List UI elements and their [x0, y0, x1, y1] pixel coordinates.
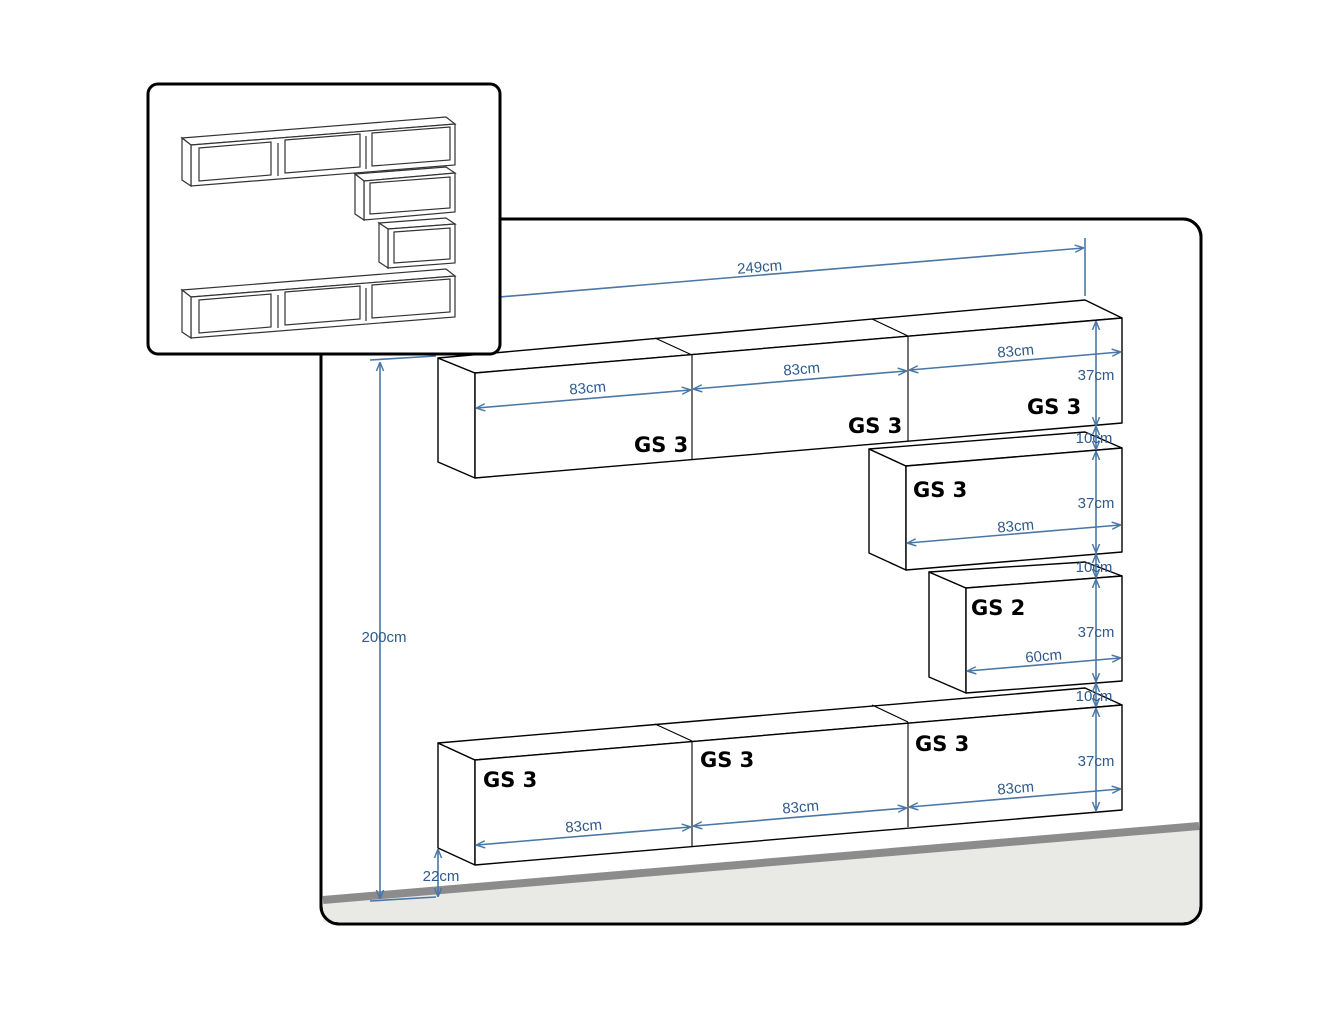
inset-shelf-mid1	[353, 166, 457, 222]
cabinet-side	[437, 357, 476, 479]
bottom-unit-3-width: 83cm	[997, 779, 1035, 799]
mid1-unit-width: 83cm	[997, 517, 1035, 537]
inset-shelf-row-bottom	[180, 268, 457, 340]
overall-width-label: 249cm	[736, 257, 782, 278]
unit-label: GS 3	[634, 433, 688, 457]
unit-label: GS 3	[1027, 395, 1081, 419]
gap-2-label: 10cm	[1076, 559, 1113, 576]
gap-3-label: 10cm	[1076, 688, 1113, 705]
top-unit-2-width: 83cm	[783, 360, 821, 380]
inset-preview	[146, 82, 502, 356]
unit-label: GS 3	[700, 748, 754, 772]
mid2-row-height: 37cm	[1078, 624, 1115, 641]
floor	[322, 822, 1200, 922]
inset-shelf-row-top	[180, 116, 457, 188]
unit-labels: GS 3 GS 3 GS 3 GS 3 GS 2 GS 3 GS 3 GS 3	[483, 395, 1081, 792]
mid1-row-height: 37cm	[1078, 495, 1115, 512]
dimension-labels: 249cm 200cm 22cm 83cm 83cm 83cm 37cm 10c…	[361, 257, 1114, 885]
unit-label: GS 2	[971, 596, 1025, 620]
unit-label: GS 3	[848, 414, 902, 438]
bottom-unit-1-width: 83cm	[565, 817, 603, 837]
bottom-unit-2-width: 83cm	[782, 798, 820, 818]
dimension-lines	[369, 238, 1120, 902]
main-frame-border	[319, 217, 1203, 926]
bottom-row-height: 37cm	[1078, 753, 1115, 770]
mid2-unit-width: 60cm	[1025, 647, 1063, 667]
unit-label: GS 3	[913, 478, 967, 502]
top-unit-3-width: 83cm	[997, 342, 1035, 362]
inset-shelf-mid2	[377, 217, 457, 270]
top-row-height: 37cm	[1078, 367, 1115, 384]
unit-label: GS 3	[915, 732, 969, 756]
unit-label: GS 3	[483, 768, 537, 792]
gap-1-label: 10cm	[1076, 430, 1113, 447]
top-unit-1-width: 83cm	[569, 379, 607, 399]
floor-gap-label: 22cm	[423, 868, 460, 885]
overall-height-label: 200cm	[361, 629, 406, 646]
